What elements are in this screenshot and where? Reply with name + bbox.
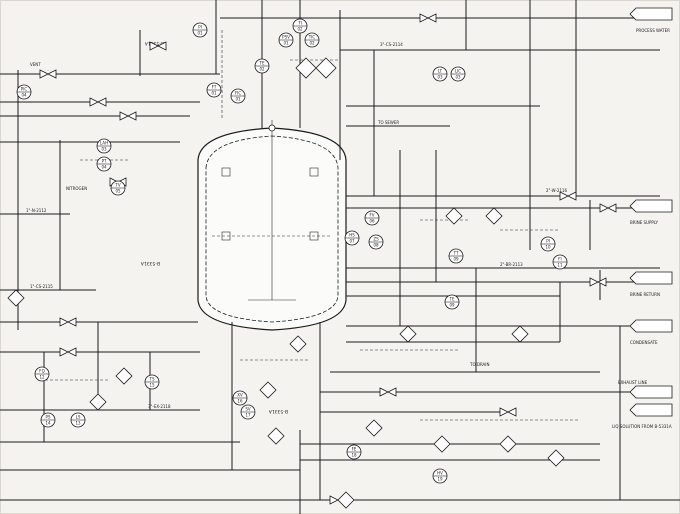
instrument-function: TT (453, 251, 459, 256)
instrument-function: LAH (100, 141, 108, 146)
instrument-function: ZS (373, 237, 379, 242)
instrument-loop: 04 (101, 165, 107, 170)
offpage-label-2: BRINE RETURN (630, 292, 660, 297)
connector-exhaust (629, 385, 673, 399)
instrument-loop: 03 (437, 75, 443, 80)
instrument-function: FT (212, 85, 217, 90)
offpage-connectors (629, 7, 673, 417)
instrument-loop: 01 (235, 97, 241, 102)
offpage-label-3: CONDENSATE (630, 340, 658, 345)
offpage-labels: PROCESS WATER BRINE SUPPLY BRINE RETURN … (612, 28, 672, 429)
line-label-5: 3"-CS-2114 (380, 42, 403, 47)
instrument-function: HS (349, 233, 355, 238)
instrument-function: PS (46, 415, 51, 420)
instrument-loop: 09 (449, 303, 455, 308)
line-label-2: TO SEWER (377, 120, 399, 125)
instrument-function: PIC (21, 87, 28, 92)
connector-brine-return (629, 271, 673, 285)
instrument-loop: 14 (45, 421, 51, 426)
instrument-function: TE (259, 61, 265, 66)
connector-brine-supply (629, 199, 673, 213)
instrument-loop: 13 (75, 421, 81, 426)
instrument-function: FE (352, 447, 357, 452)
instrument-loop: 05 (115, 189, 121, 194)
instrument-function: HV (437, 471, 443, 476)
instrument-loop: 01 (283, 41, 289, 46)
instrument-loop: 11 (557, 263, 563, 268)
instrument-function: XV (237, 393, 243, 398)
instrument-function: TE (449, 297, 455, 302)
line-label-7: 2"-BR-2113 (500, 262, 523, 267)
instrument-function: PI (546, 239, 550, 244)
line-labels: NITROGEN VENT TO SEWER TO DRAIN 1"-N-211… (26, 42, 568, 409)
instrument-loop: 02 (309, 41, 315, 46)
instrument-function: SV (245, 407, 251, 412)
diamond-symbols (7, 57, 565, 509)
instrument-loop: 03 (101, 147, 107, 152)
instrument-function: PSV (282, 35, 290, 40)
offpage-label-5: LIQ SOLUTION FROM B-5331A (612, 424, 672, 429)
instrument-loop: 01 (211, 91, 217, 96)
line-label-9: 3"-EX-2118 (148, 404, 171, 409)
vessel-tag-top: B-5331A (144, 40, 164, 46)
instrument-function: LIC (455, 69, 461, 74)
offpage-label-4: EXHAUST LINE (618, 380, 648, 385)
instrument-loop: 09 (453, 257, 459, 262)
line-label-6: 2"-W-2116 (546, 188, 568, 193)
instrument-function: LS (76, 415, 81, 420)
offpage-label-0: PROCESS WATER (636, 28, 670, 33)
connector-condensate (629, 319, 673, 333)
vessel-tag-left: B-5331A (140, 260, 160, 266)
instrument-loop: 17 (245, 413, 251, 418)
instrument-function: FV (369, 213, 374, 218)
instrument-loop: 06 (369, 219, 375, 224)
line-label-8: 1"-CS-2115 (30, 284, 53, 289)
instrument-function: FIC (235, 91, 241, 96)
connector-liq-solution (629, 403, 673, 417)
instrument-function: LT (438, 69, 443, 74)
line-label-3: TO DRAIN (469, 362, 489, 367)
instrument-function: TV (114, 183, 120, 188)
instrument-loop: 02 (297, 27, 303, 32)
instrument-loop: 16 (237, 399, 243, 404)
instrument-function: FI (558, 257, 561, 262)
instrument-function: PT (102, 159, 107, 164)
instrument-loop: 07 (349, 239, 355, 244)
instrument-loop: 01 (197, 31, 203, 36)
instrument-loop: 08 (373, 243, 379, 248)
instrument-loop: 12 (39, 375, 45, 380)
instrument-loop: 18 (351, 453, 357, 458)
instrument-loop: 02 (259, 67, 265, 72)
instrument-loop: 19 (437, 477, 443, 482)
instrument-function: TI (297, 21, 302, 26)
instrument-loop: 03 (455, 75, 461, 80)
line-label-0: NITROGEN (66, 186, 87, 191)
instrument-function: TS (149, 377, 155, 382)
instrument-function: PI (198, 25, 202, 30)
line-label-4: 1"-N-2112 (26, 208, 47, 213)
reactor-vessel (197, 120, 347, 331)
instrument-function: TIC (308, 35, 316, 40)
instrument-loop: 10 (545, 245, 551, 250)
instrument-loop: 04 (21, 93, 27, 98)
instrument-loop: 15 (149, 383, 155, 388)
offpage-label-1: BRINE SUPPLY (630, 220, 658, 225)
instrument-function: FQ (39, 369, 44, 374)
vessel-tag-bottom: B-5331A (268, 408, 288, 414)
connector-process-water (629, 7, 673, 21)
line-label-1: VENT (30, 62, 41, 67)
